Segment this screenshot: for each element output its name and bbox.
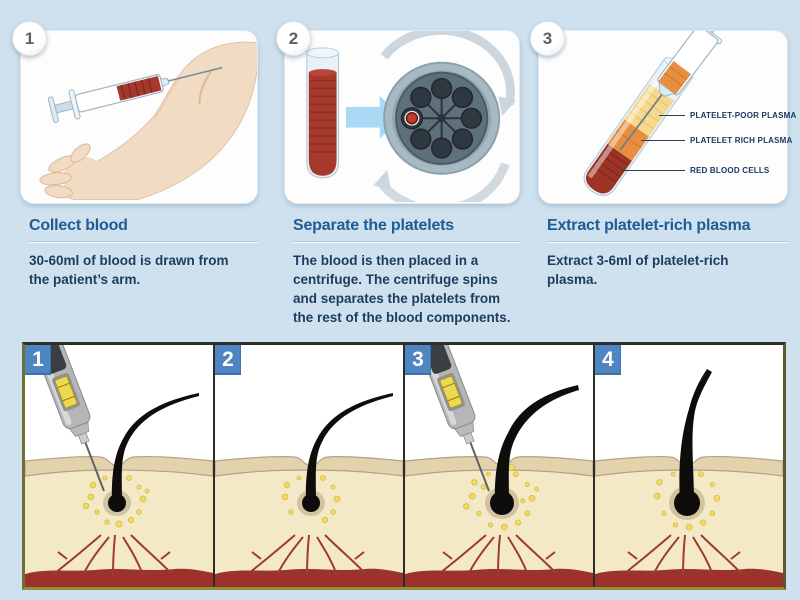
step-collect-blood: 1: [12, 21, 258, 289]
step-number-badge: 1: [12, 21, 47, 56]
step-description: Extract 3-6ml of platelet-rich plasma.: [547, 253, 729, 288]
hair-shaft: [679, 369, 712, 503]
extract-plasma-card: 3: [530, 21, 796, 204]
prp-particles: [82, 471, 150, 528]
hair-shaft: [305, 393, 393, 503]
blood-vessels: [248, 534, 366, 578]
follicle-absorption-illustration: [215, 345, 403, 587]
step-title: Separate the platelets: [293, 217, 454, 234]
label-platelet-poor-plasma: PLATELET-POOR PLASMA: [659, 110, 797, 121]
step-number-badge: 2: [276, 21, 311, 56]
leader-line: [659, 115, 685, 116]
hair-shaft: [494, 385, 579, 503]
step-description: 30-60ml of blood is drawn from the patie…: [29, 253, 229, 288]
title-divider: [293, 241, 520, 242]
step-number: 3: [542, 28, 553, 48]
blood-vessels: [439, 534, 557, 578]
blood-vessels: [54, 534, 172, 578]
separate-platelets-card: 2: [276, 21, 520, 204]
centrifuge-icon: [383, 61, 501, 175]
rotation-arrows-icon: [373, 31, 517, 202]
blood-sample-in-rotor-icon: [400, 107, 424, 130]
collect-blood-card: 1: [12, 21, 258, 204]
panel-number: 2: [222, 348, 234, 371]
panel-number: 1: [32, 348, 44, 371]
injection-panel: 3: [405, 345, 593, 587]
step-number: 1: [24, 28, 35, 48]
step-title: Collect blood: [29, 217, 128, 234]
step-separate-platelets: 2: [276, 21, 520, 328]
label-red-blood-cells: RED BLOOD CELLS: [623, 165, 769, 176]
step-title: Extract platelet-rich plasma: [547, 217, 751, 234]
collect-blood-illustration: [39, 41, 257, 201]
dermis-layer: [215, 568, 403, 587]
injection-panel: 1: [25, 345, 213, 587]
panel-number: 3: [412, 348, 424, 371]
blood-vessels: [624, 534, 742, 578]
panel-number-badge: 3: [405, 345, 431, 375]
blood-tube-icon: [306, 47, 340, 179]
centrifuge-illustration: [306, 31, 517, 202]
dermis-layer: [405, 568, 593, 587]
step-description: The blood is then placed in a centrifuge…: [293, 253, 511, 326]
syringe-icon: [47, 66, 223, 123]
panel-number: 4: [602, 348, 614, 371]
follicle-injection-illustration: [405, 345, 593, 587]
leader-line: [623, 170, 685, 171]
dermis-layer: [25, 568, 213, 587]
healthy-hair-illustration: [595, 345, 783, 587]
prp-particles: [653, 467, 721, 531]
leader-line: [641, 140, 685, 141]
injection-panel: 2: [215, 345, 403, 587]
tube-layer-labels: PLATELET-POOR PLASMA PLATELET RICH PLASM…: [539, 31, 796, 203]
arm-illustration: [39, 41, 257, 201]
title-divider: [547, 241, 788, 242]
step-number-badge: 3: [530, 21, 565, 56]
extraction-syringe-icon: [619, 31, 723, 151]
hair-shaft: [111, 393, 199, 503]
panel-number-badge: 4: [595, 345, 621, 375]
step-extract-plasma: 3: [530, 21, 796, 289]
label-platelet-rich-plasma: PLATELET RICH PLASMA: [641, 135, 793, 146]
step-number: 2: [288, 28, 299, 48]
injection-panel: 4: [595, 345, 783, 587]
separated-blood-tube-illustration: [583, 31, 723, 196]
panel-number-badge: 1: [25, 345, 51, 375]
title-divider: [29, 241, 258, 242]
follicle-injection-illustration: [25, 345, 213, 587]
panel-number-badge: 2: [215, 345, 241, 375]
scalp-injection-figure: 1 2 3: [22, 342, 786, 590]
dermis-layer: [595, 568, 783, 587]
